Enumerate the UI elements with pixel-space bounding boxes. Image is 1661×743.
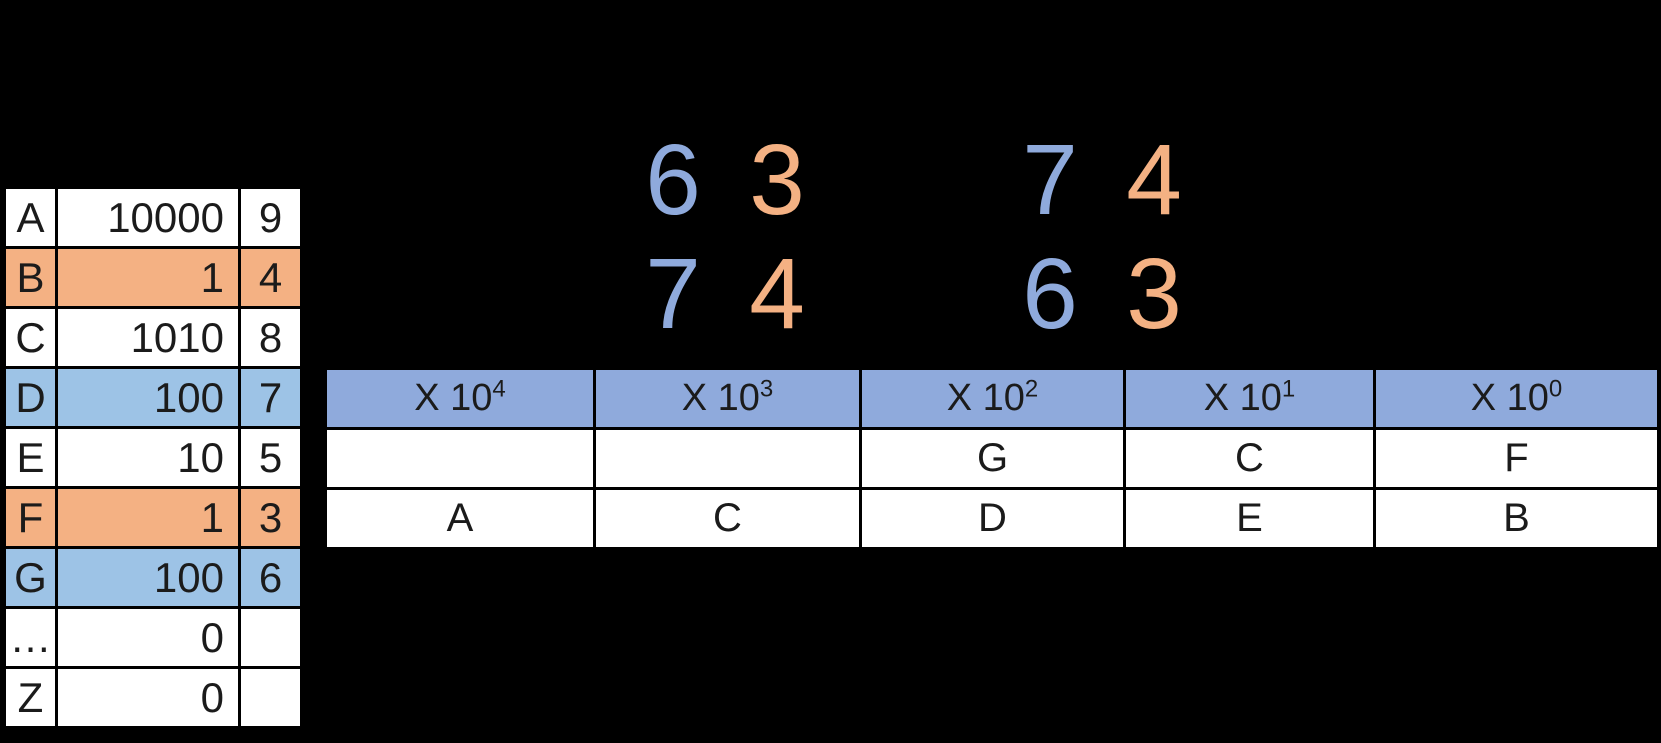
- symbol-value: 100: [55, 546, 241, 609]
- digit-pair-left-bottom: 7 4: [621, 244, 829, 344]
- symbol-name: E: [3, 426, 58, 489]
- place-value-row: A C D E B: [324, 487, 1660, 550]
- symbol-value: 1: [55, 246, 241, 309]
- symbol-value: 10000: [55, 186, 241, 249]
- place-value-cell: C: [1123, 427, 1376, 490]
- symbol-value: 1: [55, 486, 241, 549]
- place-value-cell: F: [1373, 427, 1660, 490]
- digit-pair-right-top: 7 4: [998, 130, 1206, 230]
- place-value-cell: G: [859, 427, 1126, 490]
- symbol-table-row: B 1 4: [3, 246, 303, 309]
- symbol-digit: 5: [238, 426, 303, 489]
- symbol-name: Z: [3, 666, 58, 729]
- symbol-name: B: [3, 246, 58, 309]
- place-value-header: X 103: [593, 367, 862, 430]
- big-digit: 7: [645, 238, 701, 350]
- symbol-name: C: [3, 306, 58, 369]
- place-value-cell: [324, 427, 596, 490]
- power-exponent: 3: [759, 375, 774, 403]
- symbol-name: D: [3, 366, 58, 429]
- place-value-header-row: X 104 X 103 X 102 X 101 X 100: [324, 367, 1660, 430]
- place-value-row: G C F: [324, 427, 1660, 490]
- place-value-header: X 102: [859, 367, 1126, 430]
- symbol-digit: 7: [238, 366, 303, 429]
- power-exponent: 1: [1281, 375, 1296, 403]
- big-digit: 3: [1126, 238, 1182, 350]
- power-base: X 10: [1470, 377, 1549, 419]
- symbol-name: …: [3, 606, 58, 669]
- place-value-table: X 104 X 103 X 102 X 101 X 100 G C F A C …: [324, 367, 1660, 550]
- symbol-table-row: G 100 6: [3, 546, 303, 609]
- symbol-value: 1010: [55, 306, 241, 369]
- big-digit: 3: [749, 124, 805, 236]
- place-value-cell: [593, 427, 862, 490]
- big-digit: 6: [645, 124, 701, 236]
- symbol-digit: [238, 606, 303, 669]
- power-base: X 10: [946, 377, 1025, 419]
- big-digit: 7: [1022, 124, 1078, 236]
- place-value-cell: B: [1373, 487, 1660, 550]
- symbol-value: 100: [55, 366, 241, 429]
- symbol-name: G: [3, 546, 58, 609]
- place-value-header: X 104: [324, 367, 596, 430]
- big-digit: 6: [1022, 238, 1078, 350]
- symbol-value: 0: [55, 666, 241, 729]
- big-digit: 4: [749, 238, 805, 350]
- place-value-header: X 101: [1123, 367, 1376, 430]
- place-value-cell: D: [859, 487, 1126, 550]
- symbol-digit: 6: [238, 546, 303, 609]
- symbol-table-row: Z 0: [3, 666, 303, 729]
- symbol-value: 10: [55, 426, 241, 489]
- big-digit: 4: [1126, 124, 1182, 236]
- power-exponent: 4: [492, 375, 506, 403]
- power-base: X 10: [414, 377, 493, 419]
- symbol-table-row: C 1010 8: [3, 306, 303, 369]
- symbol-table-row: D 100 7: [3, 366, 303, 429]
- place-value-cell: E: [1123, 487, 1376, 550]
- power-base: X 10: [681, 377, 760, 419]
- power-exponent: 0: [1548, 375, 1563, 403]
- symbol-name: F: [3, 486, 58, 549]
- symbol-digit: 3: [238, 486, 303, 549]
- symbol-digit: 9: [238, 186, 303, 249]
- symbol-digit: 8: [238, 306, 303, 369]
- power-exponent: 2: [1024, 375, 1039, 403]
- power-base: X 10: [1203, 377, 1282, 419]
- symbol-name: A: [3, 186, 58, 249]
- symbol-table-row: F 1 3: [3, 486, 303, 549]
- symbol-digit: [238, 666, 303, 729]
- symbol-value: 0: [55, 606, 241, 669]
- symbol-table-row: A 10000 9: [3, 186, 303, 249]
- place-value-header: X 100: [1373, 367, 1660, 430]
- symbol-table: A 10000 9 B 1 4 C 1010 8 D 100 7 E 10 5 …: [3, 186, 303, 729]
- place-value-cell: A: [324, 487, 596, 550]
- digit-pair-left-top: 6 3: [621, 130, 829, 230]
- symbol-digit: 4: [238, 246, 303, 309]
- place-value-cell: C: [593, 487, 862, 550]
- digit-pair-right-bottom: 6 3: [998, 244, 1206, 344]
- symbol-table-row: E 10 5: [3, 426, 303, 489]
- symbol-table-row: … 0: [3, 606, 303, 669]
